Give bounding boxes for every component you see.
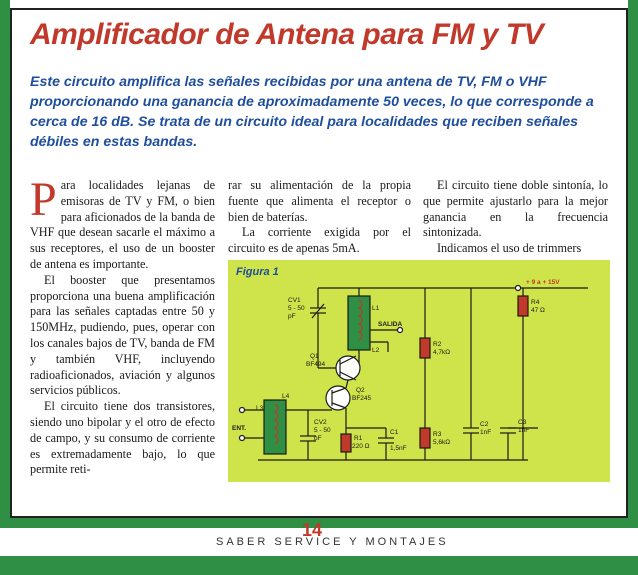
label-ent: ENT. xyxy=(232,425,246,432)
article-title: Amplificador de Antena para FM y TV xyxy=(30,18,544,51)
label-q2: Q2 xyxy=(356,387,365,394)
circuit-schematic: + 9 a + 15V R4 47 Ω CV1 5 - 50 pF L1 L2 … xyxy=(232,279,588,461)
label-l4: L4 xyxy=(282,393,290,400)
label-c3: C3 xyxy=(518,419,527,426)
col3-paragraph-2: Indicamos el uso de trimmers xyxy=(437,241,582,256)
output-terminal xyxy=(396,326,404,334)
label-cv1-value: 5 - 50 xyxy=(288,305,305,312)
label-l2: L2 xyxy=(372,347,380,354)
label-cv2-unit: pF xyxy=(314,435,322,442)
page-number: 14 xyxy=(302,520,323,540)
label-cv1: CV1 xyxy=(288,297,301,304)
label-r4-value: 47 Ω xyxy=(531,307,545,314)
right-border xyxy=(628,0,638,575)
col1-paragraph-2: El booster que presentamos proporciona u… xyxy=(30,272,215,398)
q2-transistor xyxy=(325,385,351,411)
col3-paragraph-1: El circuito tiene doble sintonía, lo que… xyxy=(423,178,608,240)
r4-resistor xyxy=(517,295,529,317)
col2-paragraph-1: rar su alimentación de la propia fuente … xyxy=(228,178,411,224)
label-q2-part: BF245 xyxy=(352,395,372,402)
label-r2-value: 4,7kΩ xyxy=(433,349,450,356)
circuit-figure: Figura 1 xyxy=(228,260,610,482)
drop-cap: P xyxy=(30,173,57,226)
column-2: rar su alimentación de la propia fuente … xyxy=(228,178,411,257)
supply-terminal xyxy=(514,284,522,292)
label-supply: + 9 a + 15V xyxy=(526,279,560,286)
label-q1: Q1 xyxy=(310,353,319,360)
label-l3: L3 xyxy=(256,405,264,412)
l1-l2-coil xyxy=(347,295,371,351)
label-c1: C1 xyxy=(390,429,399,436)
r3-resistor xyxy=(419,427,431,449)
label-q1-part: BF494 xyxy=(306,361,326,368)
label-r3-value: 5,6kΩ xyxy=(433,439,450,446)
label-r4: R4 xyxy=(531,299,540,306)
article-lead: Este circuito amplifica las señales reci… xyxy=(30,74,594,150)
label-c3-value: 1nF xyxy=(518,427,529,434)
label-r3: R3 xyxy=(433,431,442,438)
figure-label: Figura 1 xyxy=(236,266,279,278)
label-r1: R1 xyxy=(354,435,363,442)
col1-p1-text: ara localidades lejanas de emisoras de T… xyxy=(30,178,215,271)
label-cv2-value: 5 - 50 xyxy=(314,427,331,434)
column-3: El circuito tiene doble sintonía, lo que… xyxy=(423,178,608,257)
label-r2: R2 xyxy=(433,341,442,348)
label-c2-value: 1nF xyxy=(480,429,491,436)
footer-strip xyxy=(0,528,638,556)
col1-paragraph-3: El circuito tiene dos transistores, sien… xyxy=(30,399,215,477)
magazine-name: SABER SERVICE Y MONTAJES xyxy=(216,536,449,548)
r2-resistor xyxy=(419,337,431,359)
label-cv1-unit: pF xyxy=(288,313,296,320)
label-r1-value: 220 Ω xyxy=(352,443,370,450)
left-border xyxy=(0,0,10,575)
label-c2: C2 xyxy=(480,421,489,428)
label-salida: SALIDA xyxy=(378,321,403,328)
col2-paragraph-2: La corriente exigida por el circuito es … xyxy=(228,225,411,256)
input-ground-terminal xyxy=(238,434,246,442)
input-terminal xyxy=(238,406,246,414)
l3-l4-coil xyxy=(263,399,287,455)
label-l1: L1 xyxy=(372,305,380,312)
r1-resistor xyxy=(340,433,352,453)
label-c1-value: 1,5nF xyxy=(390,445,407,452)
label-cv2: CV2 xyxy=(314,419,327,426)
